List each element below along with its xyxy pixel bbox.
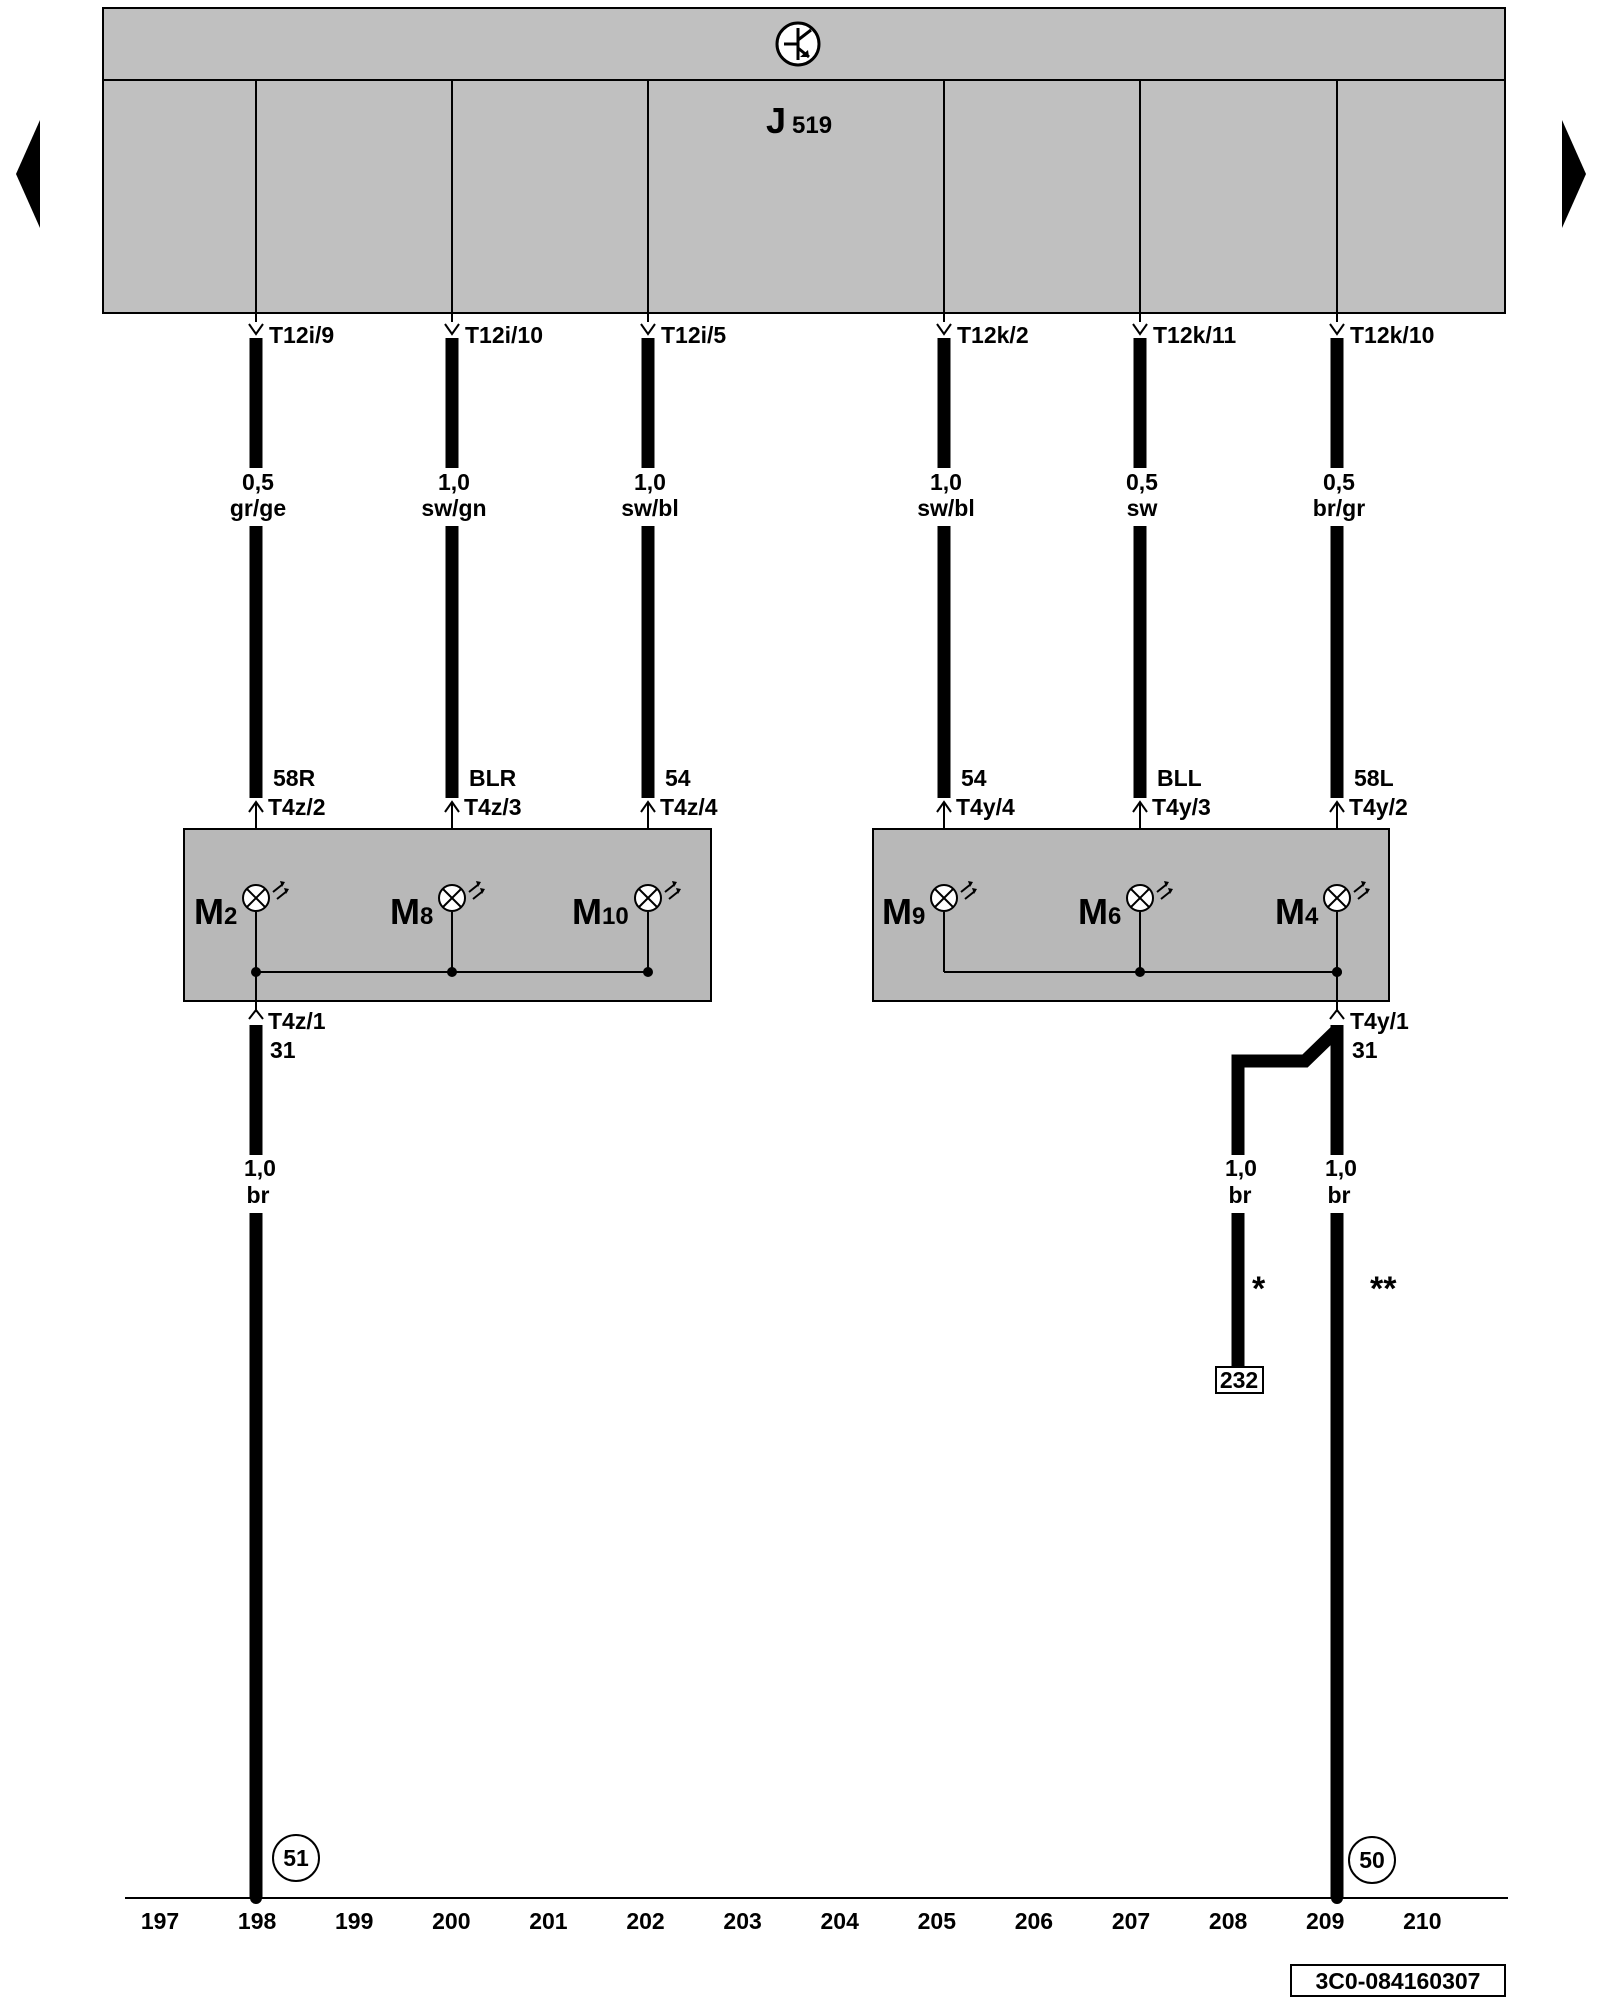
track-number: 205	[918, 1908, 957, 1934]
wire-size-label: 1,0	[634, 469, 666, 495]
track-number: 209	[1306, 1908, 1344, 1934]
ground-branch-color: br	[1229, 1182, 1252, 1208]
terminal-label: BLL	[1157, 765, 1202, 791]
ground-branch-wire: 1,0 br * 232	[1215, 1025, 1342, 1394]
ref-circle-50	[1348, 1836, 1396, 1884]
bulb-label: M8	[390, 891, 433, 932]
wire-color-label: gr/ge	[230, 495, 286, 521]
wire-color-label: sw/bl	[621, 495, 679, 521]
wire-size-label: 1,0	[930, 469, 962, 495]
ground-right-marker: **	[1370, 1270, 1397, 1308]
track-number: 199	[335, 1908, 373, 1934]
bulb-icon: M8	[390, 881, 485, 977]
terminal-label: 58L	[1354, 765, 1394, 791]
track-number: 198	[238, 1908, 277, 1934]
track-number: 201	[529, 1908, 568, 1934]
track-number: 197	[141, 1908, 179, 1934]
bulb-pin-label: T4y/3	[1152, 794, 1211, 820]
bulb-pin-label: T4y/2	[1349, 794, 1408, 820]
bulb-pin-label: T4z/3	[464, 794, 522, 820]
electronics-icon	[775, 21, 821, 67]
module-pin-label: T12k/2	[957, 322, 1029, 348]
ground-left-size: 1,0	[244, 1155, 276, 1181]
track-number: 208	[1209, 1908, 1248, 1934]
track-number: 210	[1403, 1908, 1441, 1934]
bulb-pin-label: T4y/4	[956, 794, 1015, 820]
bulb-icon: M10	[572, 881, 681, 977]
ground-branch-size: 1,0	[1225, 1155, 1257, 1181]
ground-wire-left: T4z/1 31 1,0 br 51	[244, 970, 326, 1904]
drawing-id-box	[1290, 1964, 1506, 1997]
module-pin-label: T12i/10	[465, 322, 543, 348]
track-number: 204	[821, 1908, 860, 1934]
ground-branch-marker: *	[1252, 1270, 1266, 1308]
wire-size-label: 0,5	[1126, 469, 1158, 495]
ref-circle-51	[272, 1834, 320, 1882]
left-bulb-housing	[183, 828, 712, 1002]
ground-right-terminal: 31	[1352, 1037, 1378, 1063]
wire-color-label: br/gr	[1313, 495, 1365, 521]
bulb-label: M4	[1275, 891, 1319, 932]
drawing-id: 3C0-084160307	[1316, 1968, 1481, 1994]
wire-size-label: 0,5	[1323, 469, 1355, 495]
bulb-label: M2	[194, 891, 237, 932]
terminal-label: 54	[665, 765, 691, 791]
ground-right-pin: T4y/1	[1350, 1008, 1409, 1034]
track-number: 200	[432, 1908, 470, 1934]
track-number: 207	[1112, 1908, 1150, 1934]
bulb-label: M10	[572, 891, 629, 932]
terminal-label: 54	[961, 765, 987, 791]
module-pin-label: T12k/11	[1153, 322, 1236, 348]
terminal-label: BLR	[469, 765, 517, 791]
track-number: 203	[723, 1908, 761, 1934]
terminal-label: 58R	[273, 765, 316, 791]
wire-size-label: 1,0	[438, 469, 470, 495]
module-pin-label: T12i/9	[269, 322, 334, 348]
bulb-label: M9	[882, 891, 925, 932]
ground-branch-target: 232	[1220, 1367, 1258, 1393]
signal-wire: T12k/10 0,5br/gr 58L T4y/2	[1313, 80, 1434, 880]
ground-left-ref: 51	[283, 1845, 309, 1871]
wire-color-label: sw/bl	[917, 495, 975, 521]
track-number: 202	[626, 1908, 664, 1934]
bulb-icon: M6	[1078, 881, 1173, 977]
signal-wire: T12i/9 0,5gr/ge 58R T4z/2	[230, 80, 334, 880]
ground-right-ref: 50	[1359, 1847, 1385, 1873]
module-pin-label: T12i/5	[661, 322, 726, 348]
track-number: 206	[1015, 1908, 1053, 1934]
ground-left-pin: T4z/1	[268, 1008, 326, 1034]
ground-left-terminal: 31	[270, 1037, 296, 1063]
next-page-arrow[interactable]	[1562, 120, 1586, 228]
wire-color-label: sw/gn	[421, 495, 486, 521]
ground-right-size: 1,0	[1325, 1155, 1357, 1181]
ref-box-232	[1215, 1366, 1264, 1394]
bulb-icon: M9	[882, 881, 977, 972]
bulb-label: M6	[1078, 891, 1121, 932]
module-pin-label: T12k/10	[1350, 322, 1434, 348]
ground-wire-right: T4y/1 31 1,0 br ** 50	[1325, 970, 1409, 1904]
bulb-pin-label: T4z/2	[268, 794, 326, 820]
wire-size-label: 0,5	[242, 469, 274, 495]
ground-left-color: br	[247, 1182, 270, 1208]
bulb-icon: M2	[194, 881, 289, 977]
bulb-pin-label: T4z/4	[660, 794, 718, 820]
previous-page-arrow[interactable]	[16, 120, 40, 228]
ground-right-color: br	[1328, 1182, 1351, 1208]
wire-color-label: sw	[1127, 495, 1158, 521]
